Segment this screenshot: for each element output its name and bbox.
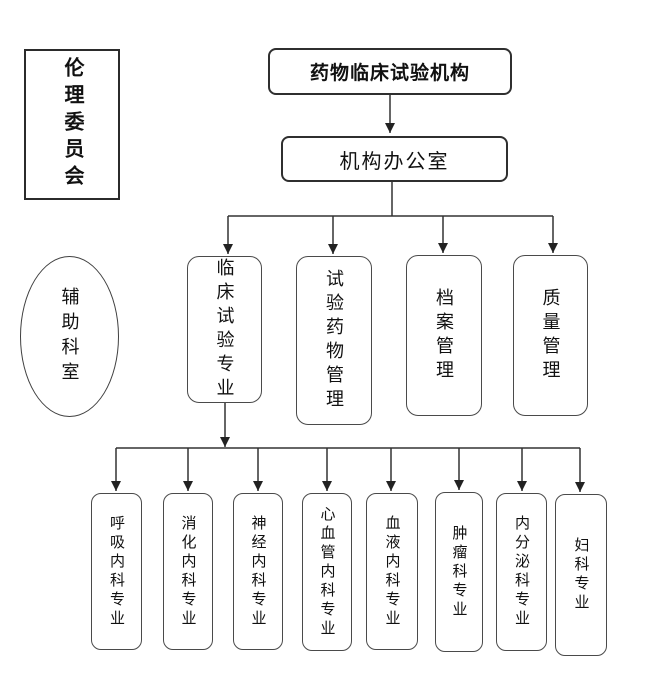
node-spec-gynecology: 妇科专业: [555, 494, 607, 656]
specialty-label: 神经内科专业: [249, 514, 267, 629]
specialty-label: 内分泌科专业: [513, 515, 530, 629]
dept-label: 质量管理: [540, 287, 561, 384]
node-spec-oncology: 肿瘤科专业: [435, 492, 483, 652]
node-dept-clinical-trial: 临床试验专业: [187, 256, 262, 403]
node-spec-gastroenterology: 消化内科专业: [163, 493, 213, 650]
specialty-label: 消化内科专业: [179, 514, 197, 629]
node-spec-neurology: 神经内科专业: [233, 493, 283, 650]
node-spec-endocrinology: 内分泌科专业: [496, 493, 547, 651]
institution-office-label: 机构办公室: [339, 150, 450, 173]
node-dept-trial-drug-mgmt: 试验药物管理: [296, 256, 372, 425]
node-ethics-committee: 伦理委员会: [24, 49, 120, 200]
specialty-label: 肿瘤科专业: [450, 524, 468, 620]
dept-label: 试验药物管理: [324, 268, 344, 413]
specialty-label: 呼吸内科专业: [108, 514, 125, 629]
node-institution-office: 机构办公室: [281, 136, 508, 182]
auxiliary-departments-label: 辅助科室: [59, 286, 80, 387]
institution-root-label: 药物临床试验机构: [309, 63, 470, 84]
dept-label: 档案管理: [434, 287, 454, 384]
specialty-label: 妇科专业: [572, 537, 590, 613]
dept-label: 临床试验专业: [214, 257, 235, 402]
specialty-label: 心血管内科专业: [318, 505, 336, 639]
node-dept-archives-mgmt: 档案管理: [406, 255, 482, 416]
ethics-committee-label: 伦理委员会: [61, 57, 83, 192]
node-institution-root: 药物临床试验机构: [268, 48, 512, 95]
node-dept-quality-mgmt: 质量管理: [513, 255, 588, 416]
node-spec-cardiology: 心血管内科专业: [302, 493, 352, 651]
node-auxiliary-departments: 辅助科室: [20, 256, 119, 417]
node-spec-hematology: 血液内科专业: [366, 493, 418, 650]
specialty-label: 血液内科专业: [383, 514, 401, 629]
node-spec-respiratory: 呼吸内科专业: [91, 493, 142, 650]
